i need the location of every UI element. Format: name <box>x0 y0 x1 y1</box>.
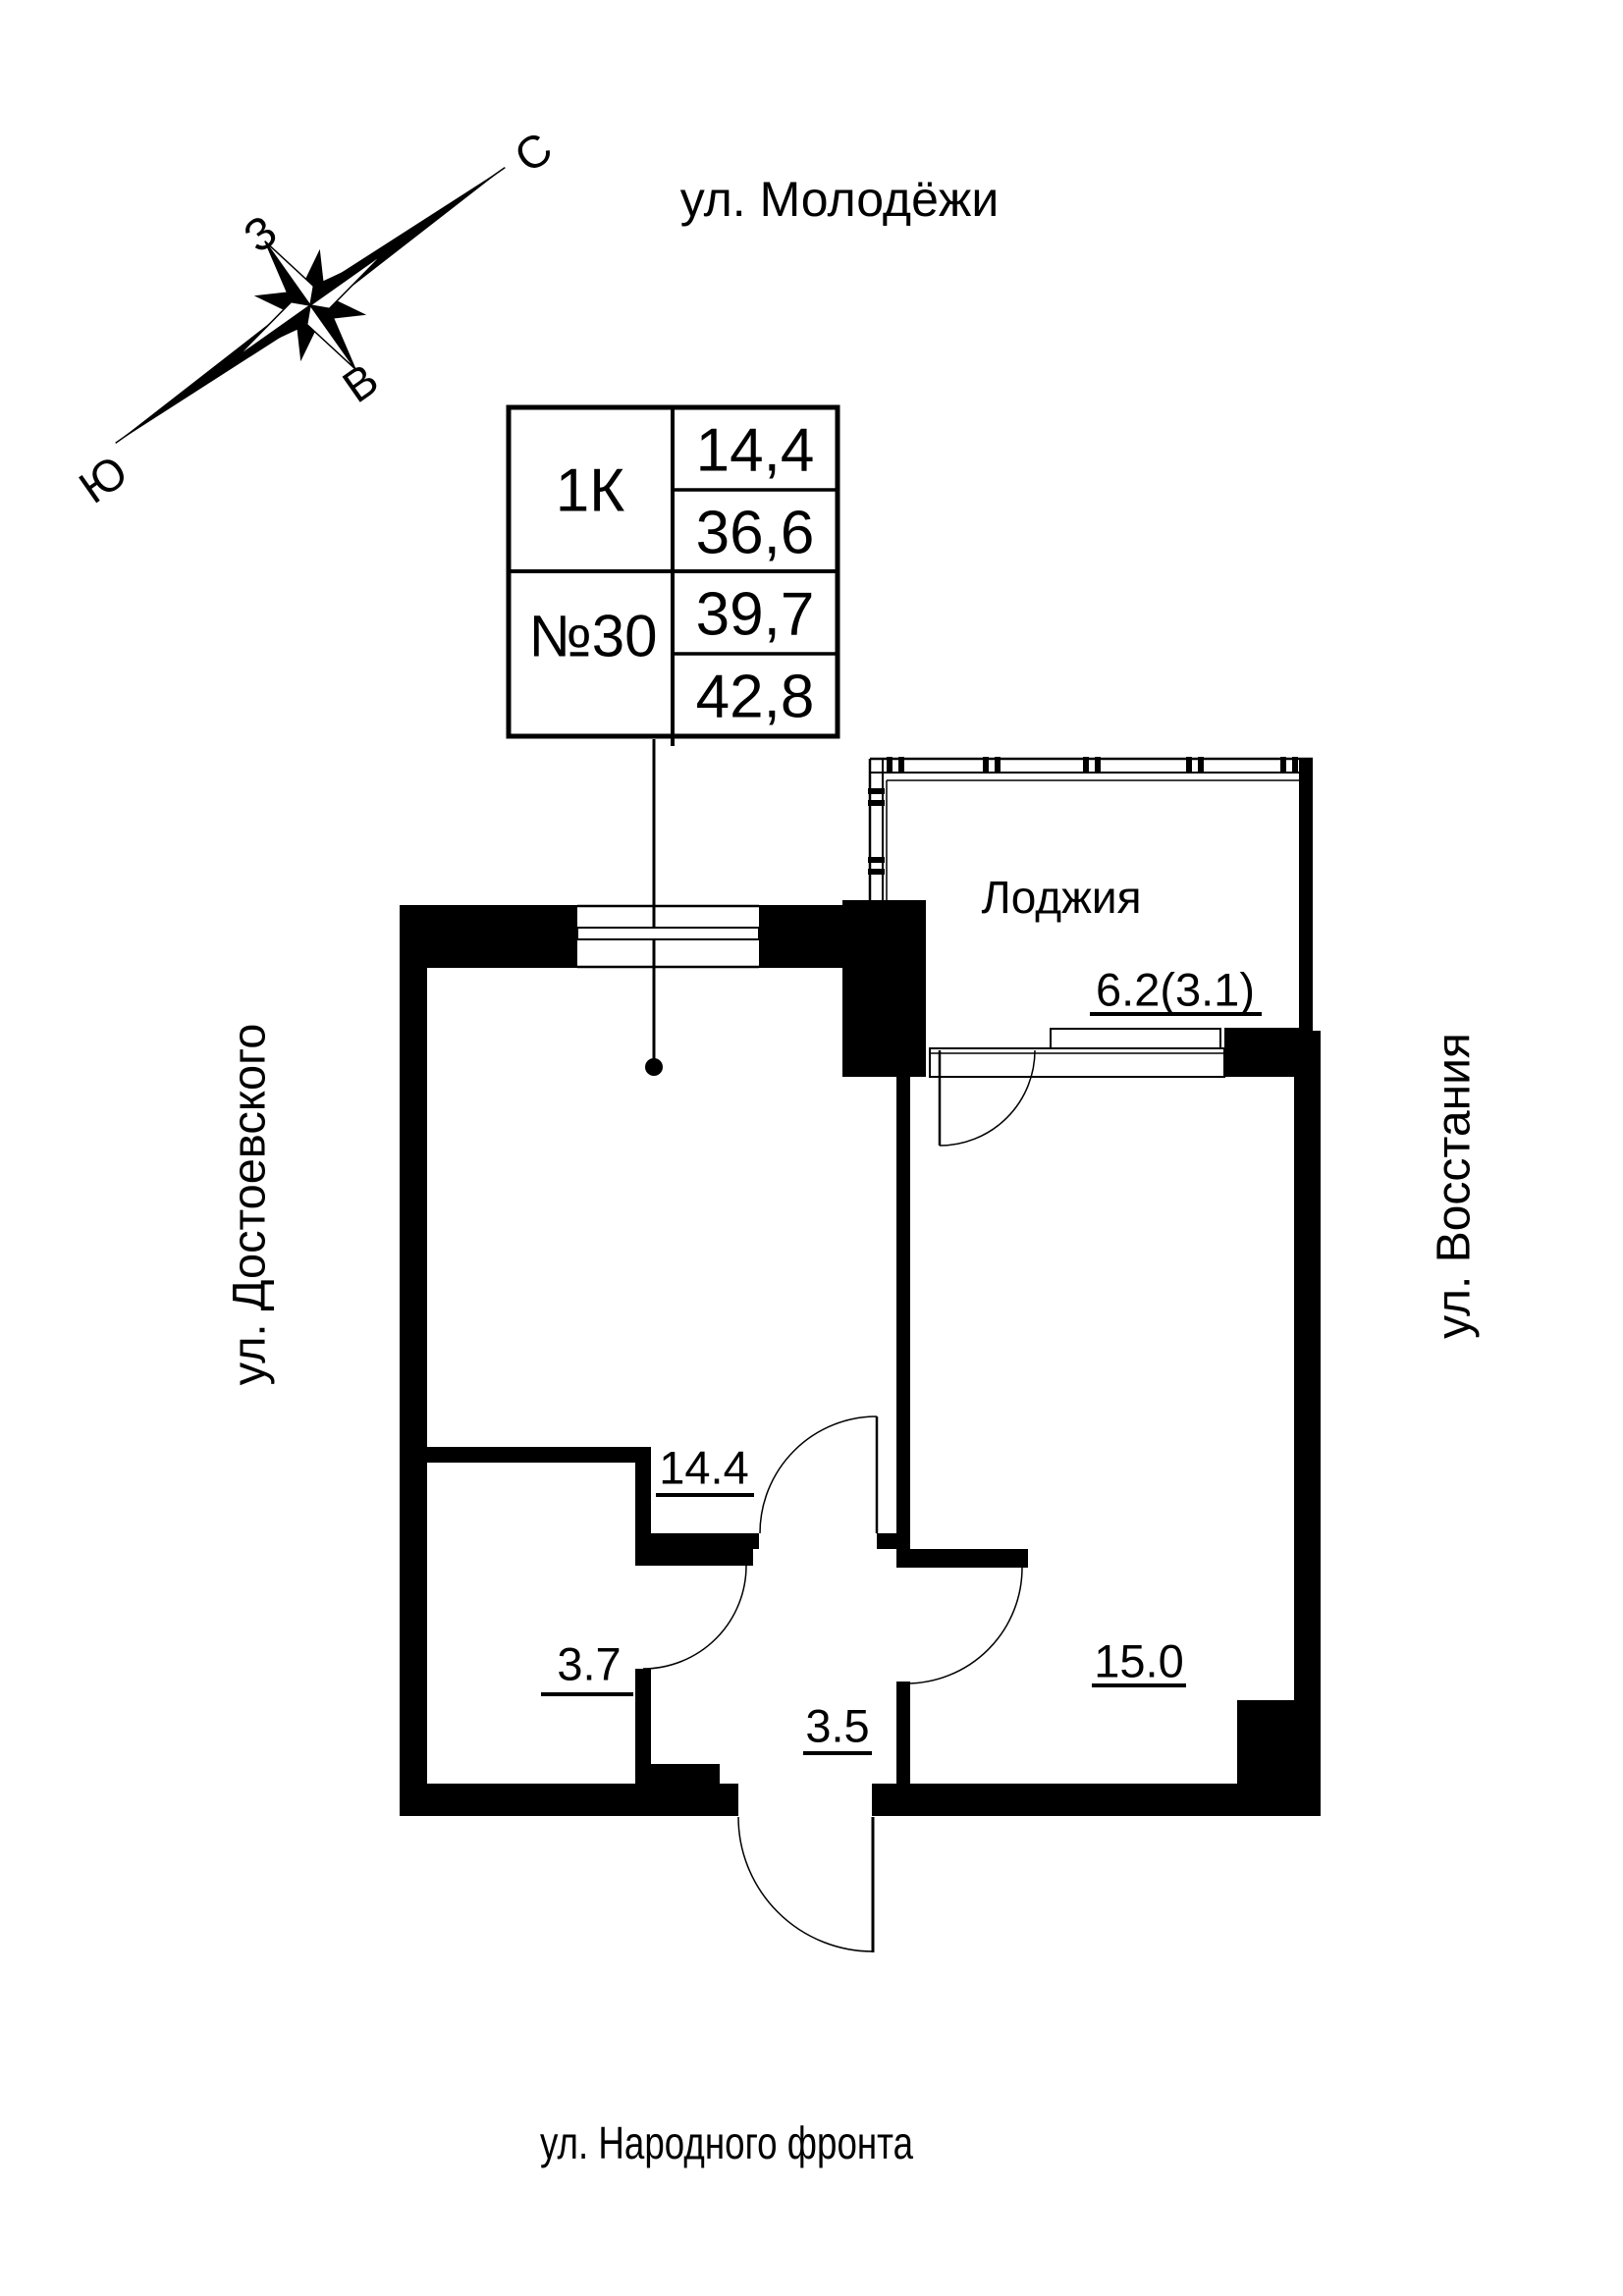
window-frame <box>576 927 760 940</box>
wall-bottom-right-pier <box>1237 1700 1321 1816</box>
mullion-tick <box>887 757 893 774</box>
mullion-tick <box>1292 757 1298 774</box>
compass-star-facet <box>308 252 385 310</box>
room-area-bathroom: 3.7 <box>557 1638 621 1690</box>
wall-entrance-threshold <box>636 1764 720 1784</box>
wall-loggia-sill-pier <box>1224 1028 1313 1077</box>
wall-bathroom-right-stub <box>635 1669 651 1784</box>
street-label-right: ул. Восстания <box>1429 1033 1481 1339</box>
room-area-hallway: 3.5 <box>805 1700 869 1752</box>
wall-bottom-left <box>400 1784 738 1816</box>
mullion-tick <box>1198 757 1204 774</box>
wall-bathroom-top <box>427 1447 651 1463</box>
mullion-tick <box>868 857 885 863</box>
glazing-mullions <box>868 757 1298 875</box>
mullion-tick <box>1095 757 1101 774</box>
room-labels: Лоджия 6.2(3.1) 14.4 3.7 3.5 15.0 <box>541 872 1262 1755</box>
entrance-door-arc <box>737 1816 874 1952</box>
street-label-top: ул. Молодёжи <box>680 172 1000 227</box>
mullion-tick <box>868 869 885 875</box>
mullion-tick <box>1083 757 1089 774</box>
unit-area-value: 42,8 <box>696 664 815 731</box>
wall-bedroom-top-left <box>905 1549 1028 1568</box>
compass-star-facet <box>264 240 315 307</box>
compass-star-facet <box>236 300 312 358</box>
room-area-living: 14.4 <box>659 1442 748 1494</box>
street-label-bottom: ул. Народного фронта <box>540 2117 913 2168</box>
balcony-door-and-window <box>929 1028 1225 1147</box>
compass-rose-icon: С З В Ю <box>70 122 561 512</box>
mullion-tick <box>868 788 885 794</box>
bathroom-door-arc <box>642 1565 747 1670</box>
unit-area-value: 14,4 <box>696 417 815 485</box>
room-area-loggia: 6.2(3.1) <box>1096 964 1255 1016</box>
living-room-window <box>576 904 760 969</box>
compass-label-south: Ю <box>70 445 136 512</box>
walls <box>400 759 1321 1816</box>
mullion-tick <box>983 757 989 774</box>
wall-bedroom-west-stub <box>896 1682 910 1784</box>
unit-area-value: 36,6 <box>696 500 815 567</box>
mullion-tick <box>868 800 885 806</box>
balcony-door-arc <box>939 1049 1036 1147</box>
unit-info-table: 1К №30 14,4 36,6 39,7 42,8 <box>506 404 840 1076</box>
compass-label-north: С <box>505 122 561 183</box>
bedroom-door-arc <box>905 1567 1023 1684</box>
living-door-arc <box>759 1415 878 1534</box>
wall-bathroom-right-upper <box>635 1463 651 1566</box>
doors <box>642 1415 1023 1952</box>
wall-loggia-right <box>1299 759 1313 1031</box>
wall-top-left-of-window <box>400 905 577 968</box>
mullion-tick <box>898 757 904 774</box>
wall-living-bottom-stub <box>877 1533 896 1549</box>
wall-left-outer <box>400 905 427 1816</box>
wall-hall-top <box>635 1549 753 1566</box>
unit-number: №30 <box>528 604 657 669</box>
unit-area-value: 39,7 <box>696 581 815 649</box>
room-label-loggia: Лоджия <box>982 872 1142 923</box>
leader-dot <box>645 1058 663 1076</box>
room-area-bedroom: 15.0 <box>1094 1635 1183 1687</box>
street-label-left: ул. Достоевского <box>223 1024 275 1386</box>
compass-star-facet <box>305 303 356 370</box>
mullion-tick <box>1280 757 1286 774</box>
wall-right-outer <box>1294 1031 1321 1816</box>
mullion-tick <box>1186 757 1192 774</box>
balcony-window-upper <box>1050 1028 1221 1051</box>
wall-pier-loggia-junction <box>842 900 926 1077</box>
compass-label-east: В <box>334 353 388 412</box>
unit-type: 1К <box>556 457 625 525</box>
loggia-glazing <box>868 757 1313 900</box>
wall-living-bottom <box>651 1533 759 1549</box>
wall-middle-partition <box>896 1077 910 1568</box>
mullion-tick <box>995 757 1001 774</box>
street-labels: ул. Молодёжи ул. Достоевского ул. Восста… <box>223 172 1481 2168</box>
